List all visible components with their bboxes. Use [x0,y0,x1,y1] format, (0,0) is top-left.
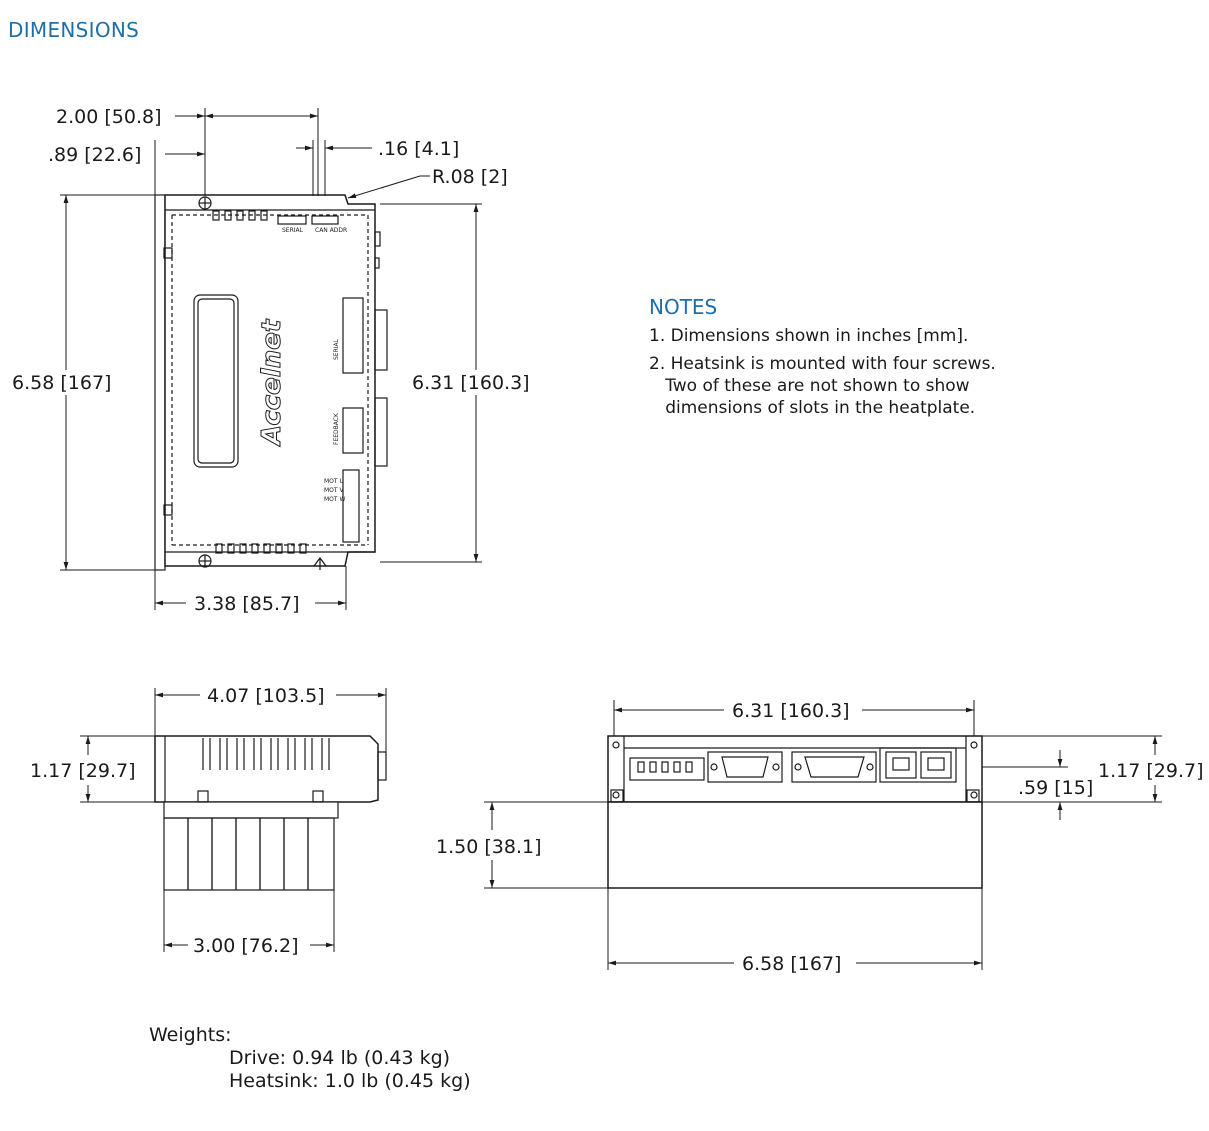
top-view-drawing [154,194,388,571]
label-mot-v: MOT V [324,487,344,494]
dim-radius: R.08 [2] [432,166,508,188]
brand-label: Accelnet [257,318,287,447]
dim-0-89: .89 [22.6] [48,144,141,166]
label-mot-w: MOT W [324,496,345,503]
weight-heatsink: Heatsink: 1.0 lb (0.45 kg) [229,1070,471,1092]
note-2: 2. Heatsink is mounted with four screws. [649,354,996,374]
dim-1-50: 1.50 [38.1] [436,836,542,858]
dim-2-00: 2.00 [50.8] [56,106,162,128]
notes-title: NOTES [649,295,718,319]
label-can-addr: CAN ADDR [315,227,347,234]
label-feedback: FEEDBACK [333,412,340,445]
dim-0-16: .16 [4.1] [378,138,459,160]
weight-drive: Drive: 0.94 lb (0.43 kg) [229,1047,451,1069]
dim-6-58-front: 6.58 [167] [742,953,841,975]
weights-block: Weights: Drive: 0.94 lb (0.43 kg) Heatsi… [149,1024,471,1093]
dim-6-58-height: 6.58 [167] [12,372,111,394]
front-view-drawing [607,735,983,889]
label-mot-u: MOT U [324,478,344,485]
dim-6-31-height: 6.31 [160.3] [412,372,530,394]
weights-label: Weights: [149,1024,232,1046]
dim-0-59: .59 [15] [1018,777,1093,799]
dim-1-17-front: 1.17 [29.7] [1098,760,1204,782]
dim-1-17-side: 1.17 [29.7] [30,760,136,782]
dim-3-00: 3.00 [76.2] [193,935,299,957]
dim-3-38-width: 3.38 [85.7] [194,593,300,615]
note-2-cont-1: Two of these are not shown to show [649,376,970,396]
page-title: DIMENSIONS [8,18,140,42]
note-2-cont-2: dimensions of slots in the heatplate. [649,398,976,418]
side-view-drawing [154,735,387,891]
dim-4-07: 4.07 [103.5] [207,685,325,707]
label-serial-top: SERIAL [282,227,304,234]
note-1: 1. Dimensions shown in inches [mm]. [649,326,969,346]
dim-6-31-front: 6.31 [160.3] [732,700,850,722]
label-serial-side: SERIAL [333,338,340,360]
